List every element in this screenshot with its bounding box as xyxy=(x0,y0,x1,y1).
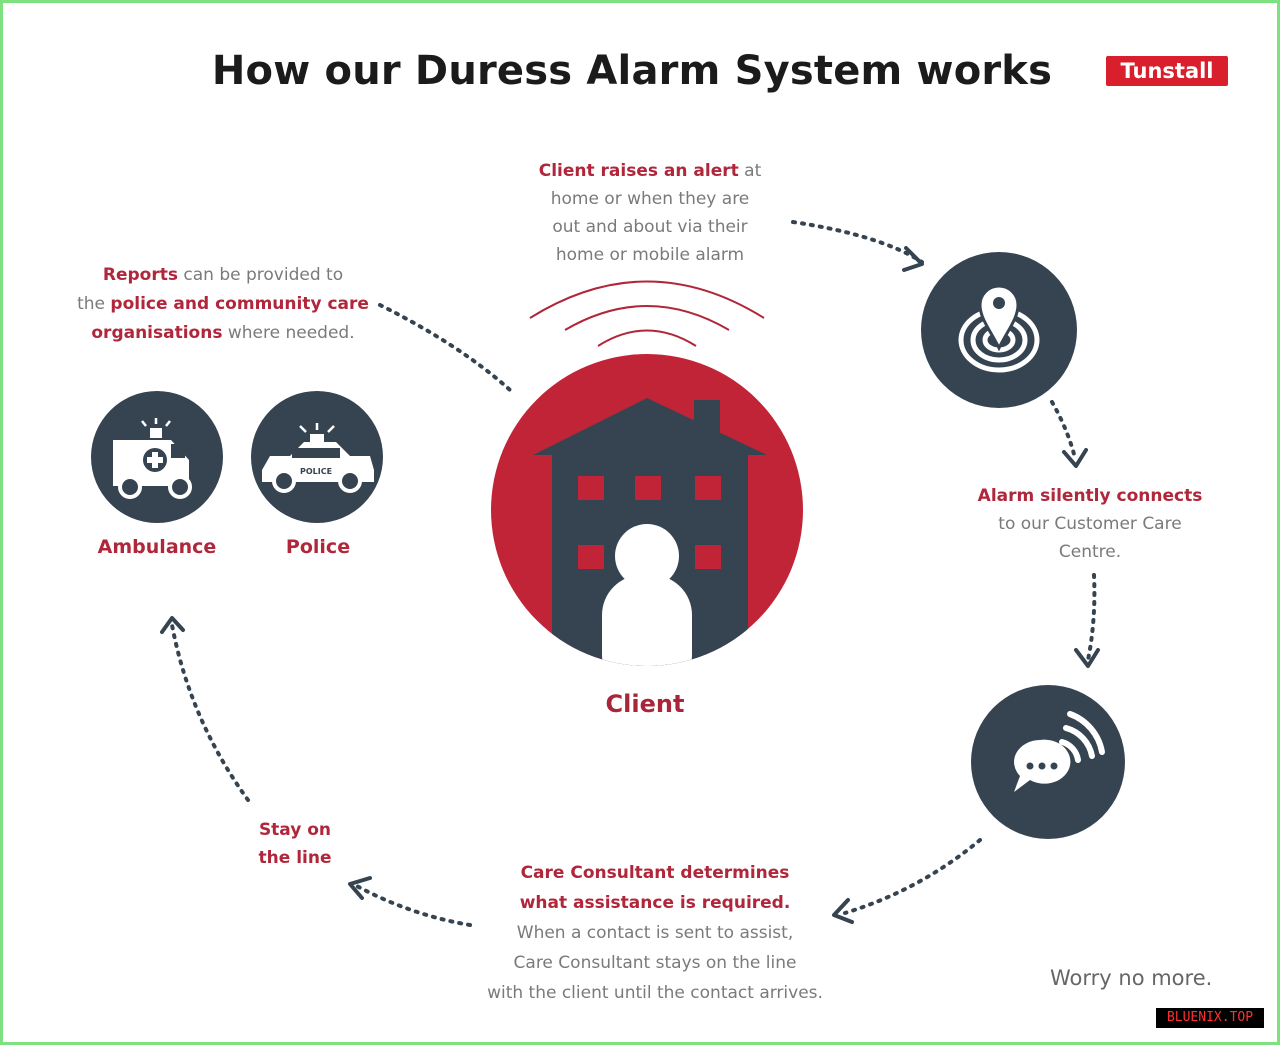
stay-line: Stay on xyxy=(258,820,332,840)
reports-text: the xyxy=(77,294,111,314)
police-badge-text: POLICE xyxy=(300,467,332,476)
alert-step-text: Client raises an alert at home or when t… xyxy=(500,157,800,269)
stay-line: the line xyxy=(258,848,332,868)
location-pin-icon xyxy=(921,252,1077,408)
determine-highlight: Care Consultant determines xyxy=(520,863,790,883)
alert-highlight: Client raises an alert xyxy=(538,161,739,181)
connect-line: to our Customer Care xyxy=(998,514,1182,534)
alert-rest: at xyxy=(738,161,762,181)
page-title: How our Duress Alarm System works xyxy=(211,48,1053,94)
determine-line: with the client until the contact arrive… xyxy=(487,983,823,1003)
ambulance-icon xyxy=(91,391,223,523)
watermark: BLUENIX.TOP xyxy=(1156,1008,1264,1028)
reports-highlight: organisations xyxy=(91,323,223,343)
determine-line: Care Consultant stays on the line xyxy=(513,953,797,973)
determine-highlight: what assistance is required. xyxy=(519,893,791,913)
police-label: Police xyxy=(285,536,351,558)
tunstall-logo: Tunstall xyxy=(1106,56,1228,86)
alert-line: out and about via their xyxy=(552,217,748,237)
reports-highlight: police and community care xyxy=(110,294,369,314)
connect-highlight: Alarm silently connects xyxy=(977,486,1203,506)
reports-highlight: Reports xyxy=(102,265,178,285)
client-house-icon xyxy=(491,354,803,666)
chat-signal-icon xyxy=(971,685,1125,839)
reports-text: can be provided to xyxy=(178,265,344,285)
signal-waves-icon xyxy=(529,280,765,347)
reports-text: where needed. xyxy=(222,323,355,343)
tagline: Worry no more. xyxy=(1050,966,1213,990)
determine-step-text: Care Consultant determines what assistan… xyxy=(445,858,865,1008)
client-label: Client xyxy=(605,690,685,718)
alert-line: home or when they are xyxy=(550,189,750,209)
reports-step-text: Reports can be provided to the police an… xyxy=(70,261,376,348)
ambulance-label: Ambulance xyxy=(97,536,217,558)
connect-step-text: Alarm silently connects to our Customer … xyxy=(965,482,1215,566)
police-car-icon: POLICE xyxy=(251,391,383,523)
alert-line: home or mobile alarm xyxy=(555,245,745,265)
connect-line: Centre. xyxy=(1058,542,1122,562)
determine-line: When a contact is sent to assist, xyxy=(516,923,794,943)
stay-step-text: Stay on the line xyxy=(240,816,350,872)
